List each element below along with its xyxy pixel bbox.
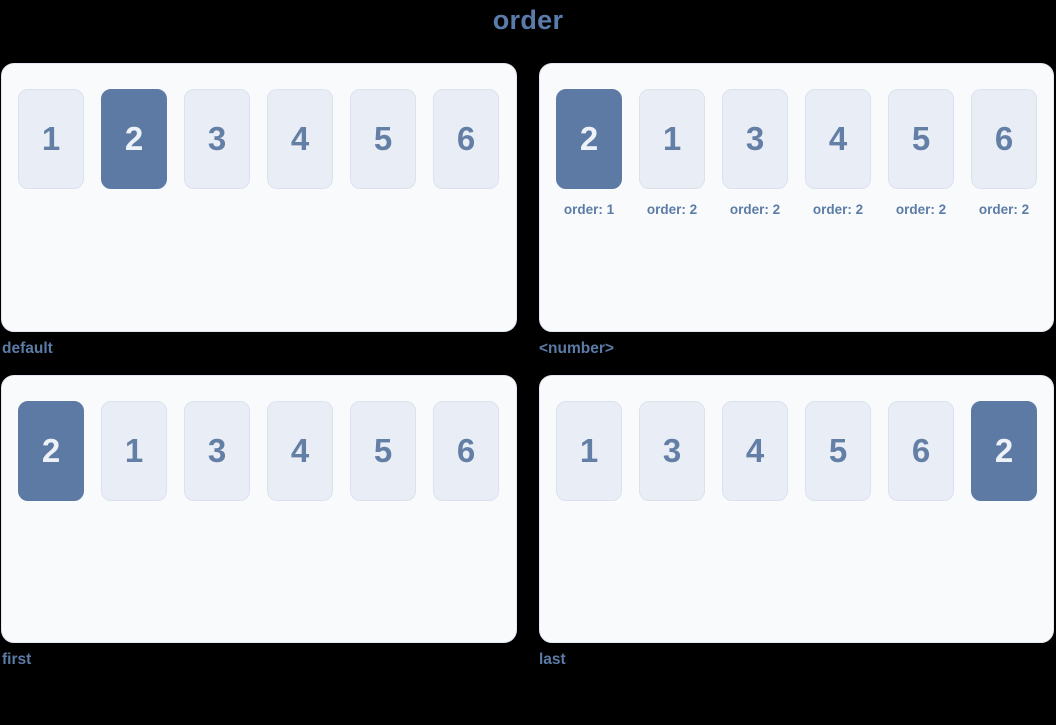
demo-box: 4 [722, 401, 788, 501]
flex-item: 1 [18, 89, 84, 189]
flex-item: 6 order: 2 [971, 89, 1037, 217]
demo-box: 1 [639, 89, 705, 189]
flex-item: 4 order: 2 [805, 89, 871, 217]
order-value-label: order: 2 [978, 202, 1030, 217]
order-value-label: order: 2 [812, 202, 864, 217]
flex-item: 1 [101, 401, 167, 501]
demo-box: 6 [971, 89, 1037, 189]
flex-item: 4 [267, 401, 333, 501]
demo-box: 5 [805, 401, 871, 501]
panel-caption-first: first [2, 651, 32, 668]
order-value-label: order: 1 [563, 202, 615, 217]
demo-box: 5 [350, 89, 416, 189]
flex-item: 5 order: 2 [888, 89, 954, 217]
flex-row: 2 order: 1 1 order: 2 3 order: 2 4 order… [540, 64, 1053, 242]
flex-item: 6 [433, 89, 499, 189]
demo-box: 6 [433, 401, 499, 501]
panel-caption-default: default [2, 340, 53, 357]
order-value-label: order: 2 [646, 202, 698, 217]
flex-item: 4 [267, 89, 333, 189]
flex-item: 5 [350, 89, 416, 189]
demo-box: 1 [18, 89, 84, 189]
demo-box: 3 [184, 401, 250, 501]
demo-box: 3 [722, 89, 788, 189]
panel-caption-last: last [539, 651, 566, 668]
order-value-label: order: 2 [729, 202, 781, 217]
demo-box: 5 [350, 401, 416, 501]
flex-row: 1 2 3 4 5 6 [2, 64, 516, 214]
flex-item: 2 order: 1 [556, 89, 622, 217]
order-value-label: order: 2 [895, 202, 947, 217]
demo-box-highlighted: 2 [101, 89, 167, 189]
flex-row: 1 3 4 5 6 2 [540, 376, 1053, 526]
demo-box: 4 [805, 89, 871, 189]
flex-item: 3 order: 2 [722, 89, 788, 217]
flex-item: 4 [722, 401, 788, 501]
demo-box: 1 [556, 401, 622, 501]
demo-box-highlighted: 2 [18, 401, 84, 501]
flex-item: 6 [433, 401, 499, 501]
demo-box: 1 [101, 401, 167, 501]
flex-item: 1 order: 2 [639, 89, 705, 217]
demo-box: 6 [888, 401, 954, 501]
flex-item: 5 [350, 401, 416, 501]
panel-caption-number: <number> [539, 340, 614, 357]
flex-item: 2 [101, 89, 167, 189]
flex-item: 3 [639, 401, 705, 501]
page-title: order [492, 5, 564, 35]
panel-default: 1 2 3 4 5 6 [1, 63, 517, 332]
demo-box: 6 [433, 89, 499, 189]
demo-box: 5 [888, 89, 954, 189]
demo-box-highlighted: 2 [556, 89, 622, 189]
demo-box: 4 [267, 401, 333, 501]
flex-item: 2 [971, 401, 1037, 501]
flex-item: 1 [556, 401, 622, 501]
panel-number: 2 order: 1 1 order: 2 3 order: 2 4 order… [539, 63, 1054, 332]
panel-first: 2 1 3 4 5 6 [1, 375, 517, 643]
flex-item: 3 [184, 401, 250, 501]
flex-row: 2 1 3 4 5 6 [2, 376, 516, 526]
flex-item: 2 [18, 401, 84, 501]
demo-box-highlighted: 2 [971, 401, 1037, 501]
flex-item: 6 [888, 401, 954, 501]
flex-item: 5 [805, 401, 871, 501]
panel-last: 1 3 4 5 6 2 [539, 375, 1054, 643]
demo-box: 3 [184, 89, 250, 189]
flex-item: 3 [184, 89, 250, 189]
demo-box: 4 [267, 89, 333, 189]
demo-box: 3 [639, 401, 705, 501]
